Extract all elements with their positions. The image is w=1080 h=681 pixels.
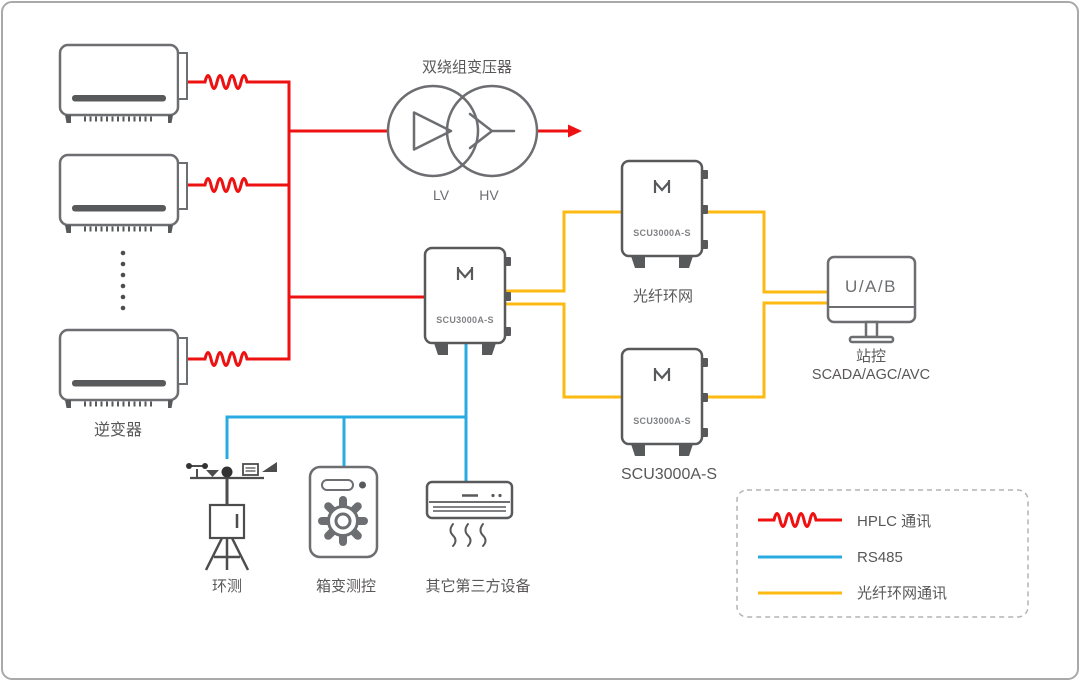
logger-box <box>208 503 246 540</box>
scu-fiber-top: SCU3000A-S <box>620 159 708 268</box>
inverter-slot <box>72 380 166 387</box>
controller-slot <box>321 479 354 491</box>
controller-led <box>359 481 366 489</box>
hplc-wires <box>187 74 568 367</box>
fiber-wire-top-to-monitor <box>702 210 828 294</box>
station-control-label: 站控 <box>856 348 886 365</box>
legend-item-rs485: RS485 <box>758 549 903 566</box>
scu-model-label: SCU3000A-S <box>436 315 494 325</box>
fiber-legend-label: 光纤环网通讯 <box>857 585 947 602</box>
inverter-body <box>58 153 180 227</box>
monitor-stand-neck <box>864 320 879 339</box>
scu-model-label: SCU3000A-S <box>633 228 691 238</box>
box-transformer-label: 箱变测控 <box>316 578 376 595</box>
fiber-wire-central-to-bottom <box>505 302 622 399</box>
scu-logo-icon <box>653 368 671 381</box>
scu-model-label: SCU3000A-S <box>633 416 691 426</box>
scu-feet <box>631 256 693 268</box>
transformer-title: 双绕组变压器 <box>422 59 512 76</box>
gear-icon <box>318 496 368 546</box>
scu-logo-icon <box>653 180 671 193</box>
box-transformer-controller-icon <box>308 465 379 559</box>
scu-feet <box>631 444 693 456</box>
fiber-wire-central-to-top <box>505 210 622 293</box>
sensor-dish-icon <box>206 470 219 477</box>
inverter-ellipsis-dots <box>120 250 126 311</box>
scu-logo-icon <box>456 267 474 280</box>
tripod-legs <box>204 537 250 571</box>
scu-fiber-bottom: SCU3000A-S <box>620 347 708 456</box>
delta-symbol-icon <box>412 111 453 151</box>
hplc-wire-inverter-1 <box>187 74 289 90</box>
inverter-side-panel <box>177 337 188 385</box>
fiber-wire-bottom-to-monitor <box>702 301 828 399</box>
hv-label: HV <box>479 187 499 203</box>
wind-vane-icon <box>262 462 277 472</box>
scu-caption: SCU3000A-S <box>621 466 717 483</box>
transformer-hv-winding <box>445 84 539 178</box>
inverter-3 <box>58 328 188 408</box>
scu-body <box>423 246 507 345</box>
grid-arrow-icon <box>568 124 582 138</box>
third-party-label: 其它第三方设备 <box>425 577 530 595</box>
inverter-slot <box>72 205 166 212</box>
monitor-stand-base <box>848 335 895 344</box>
monitor-screen-text: U/A/B <box>845 277 897 296</box>
fiber-ring-label: 光纤环网 <box>633 288 693 305</box>
scu-central: SCU3000A-S <box>423 246 511 355</box>
rs485-wires <box>225 343 468 482</box>
station-monitor: U/A/B 站控 SCADA/AGC/AVC <box>812 255 930 383</box>
scu-feet <box>434 343 496 355</box>
sensor-panel-icon <box>242 463 259 476</box>
air-conditioner-icon <box>425 480 514 547</box>
legend-item-fiber: 光纤环网通讯 <box>758 585 947 602</box>
hplc-legend-label: HPLC 通讯 <box>857 513 931 530</box>
inverter-body <box>58 43 180 117</box>
rs485-legend-label: RS485 <box>857 549 903 566</box>
inverter-side-panel <box>177 162 188 210</box>
transformer-lv-winding <box>386 84 480 178</box>
scada-label: SCADA/AGC/AVC <box>812 367 930 383</box>
inverter-2 <box>58 153 188 233</box>
inverter-slot <box>72 95 166 102</box>
hplc-wire-inverter-2 <box>187 177 289 193</box>
inverter-1 <box>58 43 188 123</box>
hplc-legend-swatch <box>758 512 842 528</box>
legend-box: HPLC 通讯 RS485 光纤环网通讯 <box>736 489 1029 618</box>
scu-body <box>620 159 704 258</box>
weather-label: 环测 <box>212 578 242 595</box>
weather-station-icon <box>186 462 277 571</box>
lv-label: LV <box>433 187 450 203</box>
scu-body <box>620 347 704 446</box>
inverter-label: 逆变器 <box>94 421 142 439</box>
inverter-group: 逆变器 <box>58 43 188 439</box>
hplc-wire-inverter-3 <box>187 351 289 367</box>
wye-symbol-icon <box>468 112 516 150</box>
inverter-side-panel <box>177 52 188 100</box>
airflow-waves-icon <box>449 523 487 547</box>
inverter-body <box>58 328 180 402</box>
fiber-ring-wires <box>505 210 828 399</box>
transformer: 双绕组变压器 LV HV <box>386 59 539 203</box>
legend-item-hplc: HPLC 通讯 <box>758 512 931 530</box>
